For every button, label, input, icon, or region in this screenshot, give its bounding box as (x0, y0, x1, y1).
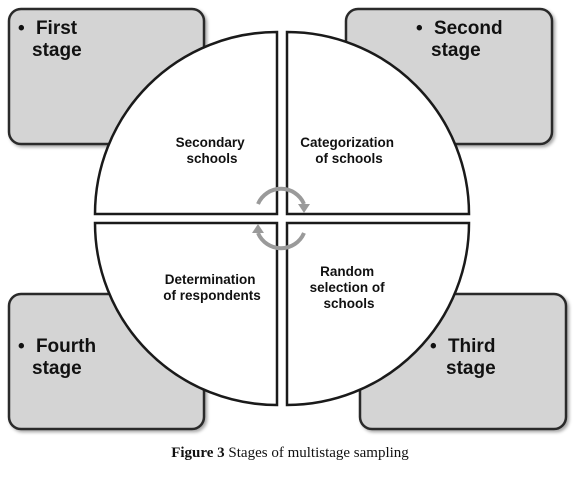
stage-bullet: • (18, 336, 25, 357)
figure-caption: Figure 3 Stages of multistage sampling (0, 445, 580, 462)
multistage-sampling-diagram: • First stage • Second stage • Fourth st… (7, 7, 568, 431)
figure-number: Figure 3 (171, 445, 225, 461)
svg-text:• Second: • Second (416, 18, 503, 39)
quadrant-top-right (285, 30, 471, 216)
stage-fourth-line2: stage (32, 358, 82, 379)
stage-bullet: • (18, 18, 25, 39)
stage-bullet: • (430, 336, 437, 357)
stage-second-line1: Second (434, 18, 503, 39)
cycle-arrows-icon (252, 186, 310, 251)
svg-text:• Fourth: • Fourth (18, 336, 96, 357)
stage-third-line2: stage (446, 358, 496, 379)
stage-bullet: • (416, 18, 423, 39)
quadrant-bottom-right (285, 221, 471, 407)
svg-text:• Third: • Third (430, 336, 495, 357)
quadrant-top-left (93, 30, 279, 216)
stage-second-line2: stage (431, 40, 481, 61)
stage-first-line2: stage (32, 40, 82, 61)
stage-fourth-line1: Fourth (36, 336, 96, 357)
svg-text:• First: • First (18, 18, 78, 39)
quadrant-bottom-left (93, 221, 279, 407)
quadrant-bottom-right-label: Random selection of schools (310, 264, 389, 311)
quadrant-bottom-left-label: Determination of respondents (163, 272, 261, 303)
stage-third-line1: Third (448, 336, 496, 357)
quadrant-top-left-label: Secondary schools (176, 135, 249, 166)
quadrant-top-right-label: Categorization of schools (300, 135, 398, 166)
figure-caption-text: Stages of multistage sampling (228, 445, 409, 461)
stage-first-line1: First (36, 18, 78, 39)
